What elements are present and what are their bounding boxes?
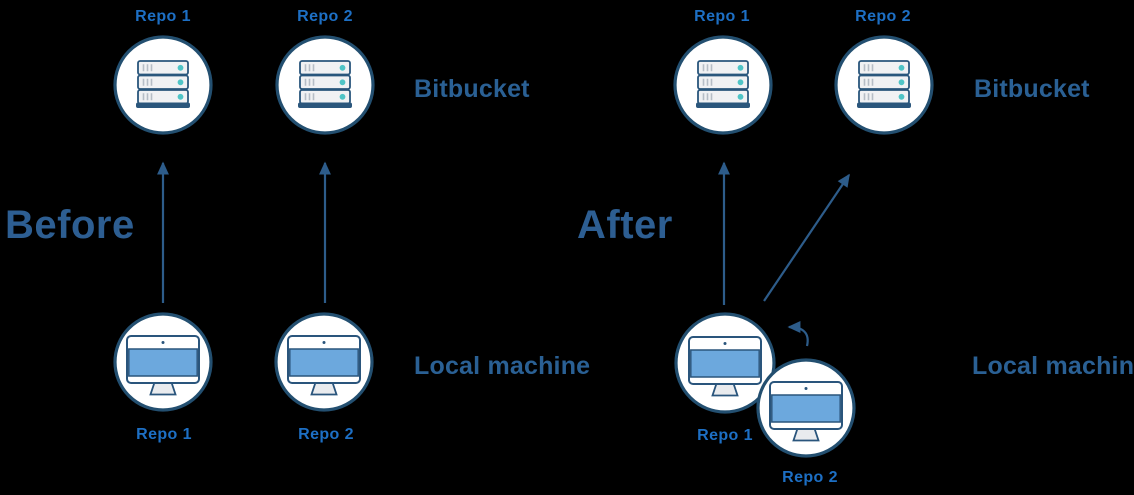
before-machine-node-repo2 [274, 312, 374, 412]
after-machine-node-repo1 [674, 312, 776, 414]
after-local-machine-label: Local machine [972, 352, 1134, 380]
before-top-repo1-label: Repo 1 [135, 8, 191, 25]
after-bottom-repo1-label: Repo 1 [697, 427, 753, 444]
after-push-arrow-repo2 [763, 173, 850, 302]
before-server-node-repo1 [113, 35, 213, 135]
server-stack-icon [856, 60, 912, 109]
before-local-machine-label: Local machine [414, 352, 591, 380]
after-bitbucket-label: Bitbucket [974, 75, 1090, 103]
after-title: After [577, 203, 673, 247]
after-machine-node-repo2 [756, 358, 856, 458]
before-server-node-repo2 [275, 35, 375, 135]
after-server-node-repo1 [673, 35, 773, 135]
after-server-node-repo2 [834, 35, 934, 135]
before-title: Before [5, 203, 135, 247]
before-bottom-repo2-label: Repo 2 [298, 426, 354, 443]
before-top-repo2-label: Repo 2 [297, 8, 353, 25]
before-bottom-repo1-label: Repo 1 [136, 426, 192, 443]
server-stack-icon [297, 60, 353, 109]
after-top-repo1-label: Repo 1 [694, 8, 750, 25]
before-bitbucket-label: Bitbucket [414, 75, 530, 103]
server-stack-icon [135, 60, 191, 109]
after-top-repo2-label: Repo 2 [855, 8, 911, 25]
curved-left-arrow [787, 321, 809, 347]
before-machine-node-repo1 [113, 312, 213, 412]
server-stack-icon [695, 60, 751, 109]
after-bottom-repo2-label: Repo 2 [782, 469, 838, 486]
